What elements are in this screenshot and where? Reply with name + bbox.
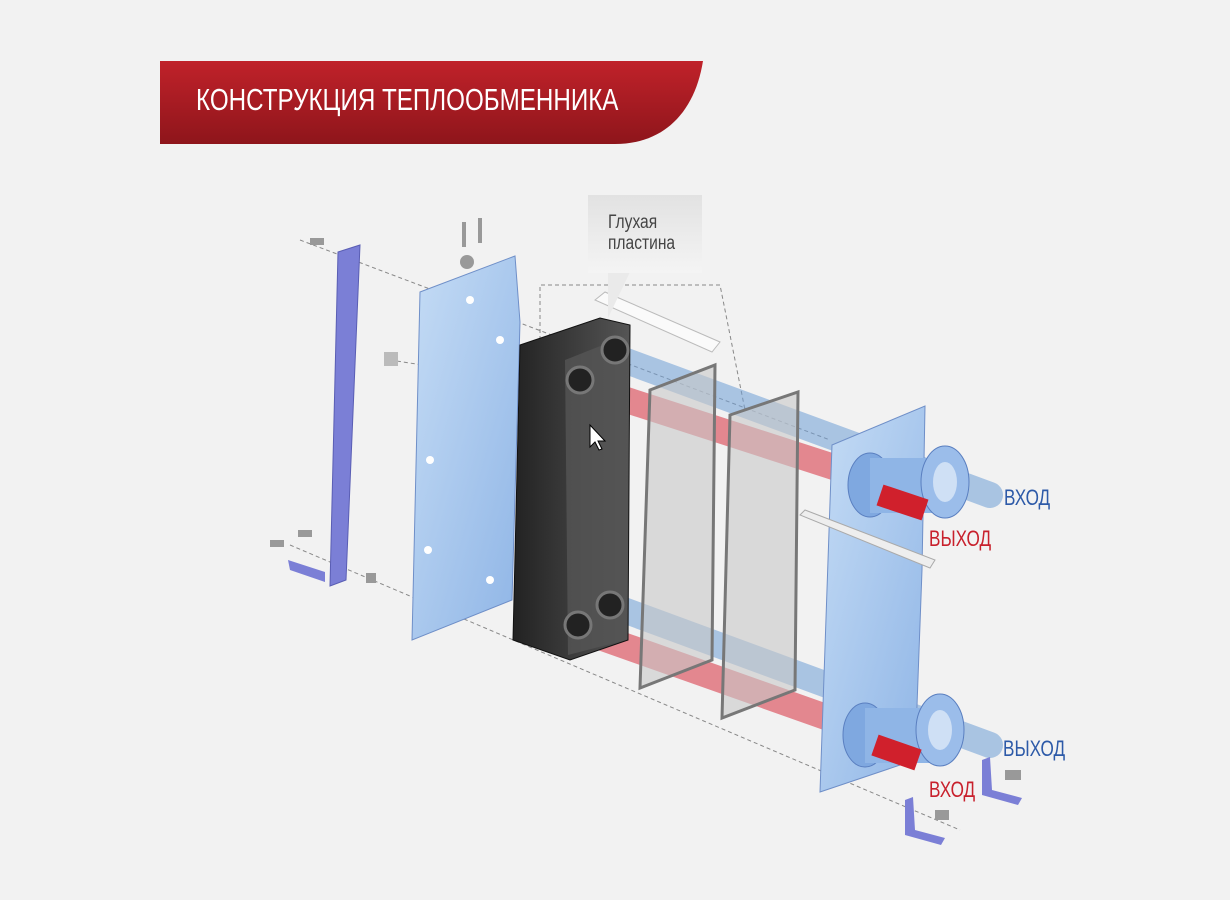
plate-holes [424,296,504,584]
support-brackets [905,757,1022,845]
callout-pointer [608,272,630,318]
heat-plate-2 [720,389,800,721]
label-lower-inlet: ВХОД [929,777,976,802]
mouse-cursor-icon [589,423,607,451]
label-upper-inlet: ВХОД [1004,485,1051,510]
upper-nozzle [847,445,970,521]
label-lower-outlet: ВЫХОД [1003,736,1066,761]
heat-plate-1 [638,362,717,691]
page-title: КОНСТРУКЦИЯ ТЕПЛООБМЕННИКА [196,82,619,117]
pack-ports [563,335,630,640]
title-banner [160,61,703,144]
guide-bar [329,244,361,587]
callout-label: Глухая пластина [608,212,675,254]
callout-line-2: пластина [608,233,676,254]
label-upper-outlet: ВЫХОД [929,526,992,551]
pressure-plate [411,255,521,641]
callout-line-1: Глухая [608,212,658,233]
lower-nozzle [842,693,965,771]
bolt-icons [270,218,1021,820]
tie-rod [799,509,936,569]
blind-plate-rod [594,291,721,353]
bracket [288,560,325,582]
callout-box [588,195,702,273]
